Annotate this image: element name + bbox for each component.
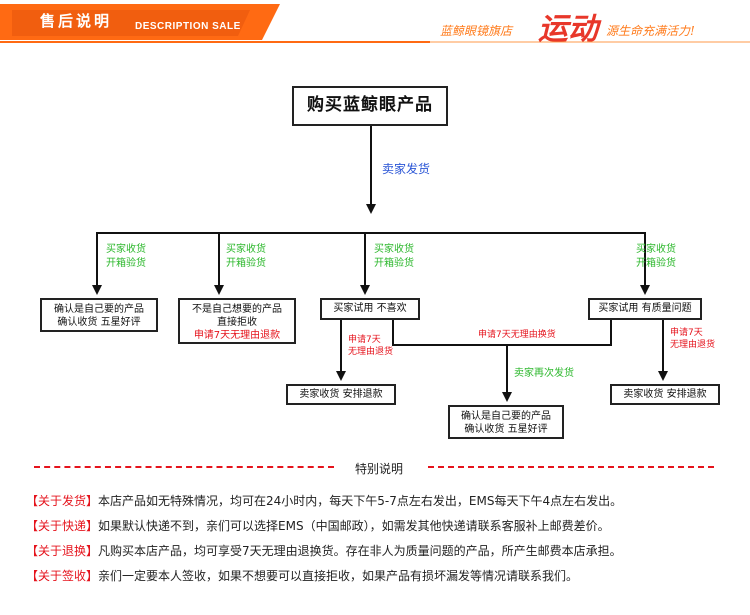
arrow-dislike-refund xyxy=(336,371,346,381)
box-quality: 买家试用 有质量问题 xyxy=(588,298,702,320)
arrow-quality-refund xyxy=(658,371,668,381)
receive-label-b3: 买家收货开箱验货 xyxy=(374,244,414,269)
refund7-label-right: 申请7天无理由退货 xyxy=(670,328,716,350)
branch-line xyxy=(96,232,646,234)
note-shipping: 【关于发货】本店产品如无特殊情况，均可在24小时内，每天下午5-7点左右发出，E… xyxy=(26,494,623,508)
arrow-b4 xyxy=(640,285,650,295)
dash-left xyxy=(34,466,334,468)
special-title: 特别说明 xyxy=(355,462,404,476)
box-reject: 不是自己想要的产品直接拒收 申请7天无理由退款 xyxy=(178,298,296,344)
connector-b3 xyxy=(364,232,366,287)
box-final: 确认是自己要的产品确认收货 五星好评 xyxy=(448,405,564,439)
slogan-suffix: 源生命充满活力! xyxy=(606,24,695,38)
purchase-box: 购买蓝鲸眼产品 xyxy=(292,86,448,126)
reship-label: 卖家再次发货 xyxy=(514,368,574,379)
box-dislike: 买家试用 不喜欢 xyxy=(320,298,420,320)
connector-b4 xyxy=(644,232,646,287)
note-return: 【关于退换】凡购买本店产品，均可享受7天无理由退换货。存在非人为质量问题的产品，… xyxy=(26,544,622,558)
arrow-b1 xyxy=(92,285,102,295)
connector-dislike-down xyxy=(392,320,394,345)
header-title: 售后说明 xyxy=(40,12,113,30)
connector-top xyxy=(370,126,372,206)
note-express: 【关于快递】如果默认快递不到，亲们可以选择EMS（中国邮政），如需发其他快递请联… xyxy=(26,519,610,533)
receive-label-b1: 买家收货开箱验货 xyxy=(106,244,146,269)
box-refund-left: 卖家收货 安排退款 xyxy=(286,384,396,405)
connector-quality-left xyxy=(610,320,612,346)
receive-label-b2: 买家收货开箱验货 xyxy=(226,244,266,269)
header-banner: 售后说明 DESCRIPTION SALE 蓝鲸眼镜旗店 运动 源生命充满活力! xyxy=(0,0,750,47)
arrow-exchange xyxy=(502,392,512,402)
slogan-prefix: 蓝鲸眼镜旗店 xyxy=(440,24,513,38)
connector-quality-refund xyxy=(662,320,664,372)
arrow-b2 xyxy=(214,285,224,295)
slogan-big: 运动 xyxy=(538,12,598,47)
box-confirm: 确认是自己要的产品确认收货 五星好评 xyxy=(40,298,158,332)
header-title-en: DESCRIPTION SALE xyxy=(135,21,241,32)
exchange-label: 申请7天无理由换货 xyxy=(478,330,556,340)
arrow-top xyxy=(366,204,376,214)
refund7-label-left: 申请7天无理由退货 xyxy=(348,335,394,357)
ship-label: 卖家发货 xyxy=(382,162,431,176)
connector-b1 xyxy=(96,232,98,287)
box-refund-right: 卖家收货 安排退款 xyxy=(610,384,720,405)
arrow-b3 xyxy=(360,285,370,295)
connector-dislike-refund xyxy=(340,320,342,372)
connector-exchange-down xyxy=(506,344,508,394)
exchange-line xyxy=(392,344,612,346)
receive-label-b4: 买家收货开箱验货 xyxy=(636,244,676,269)
note-signing: 【关于签收】亲们一定要本人签收，如果不想要可以直接拒收，如果产品有损坏漏发等情况… xyxy=(26,569,579,583)
connector-b2 xyxy=(218,232,220,287)
dash-right xyxy=(428,466,714,468)
header-ribbon xyxy=(0,4,750,43)
